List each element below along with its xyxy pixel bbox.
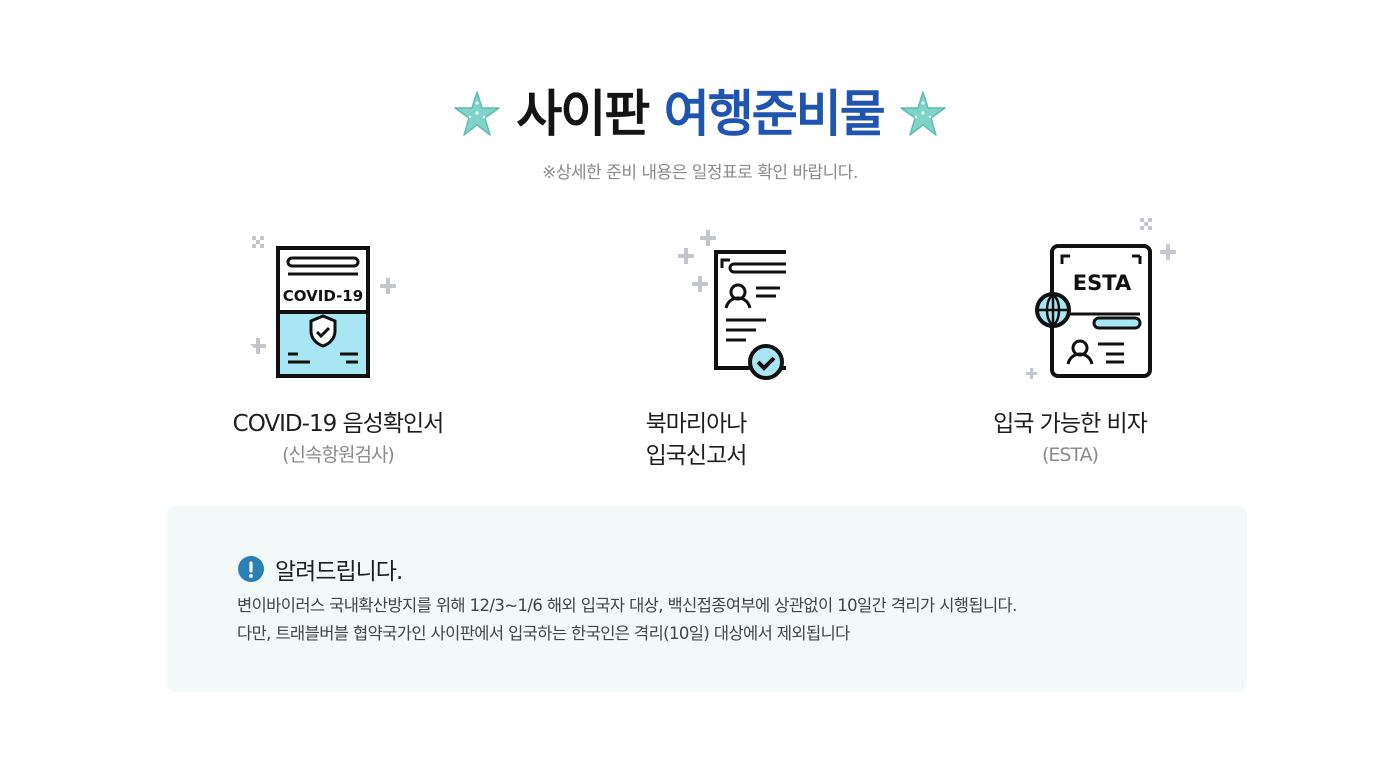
item-name: COVID-19 음성확인서: [232, 411, 445, 437]
page-title: 사이판 여행준비물: [516, 82, 886, 146]
covid-certificate-icon: COVID-19: [250, 236, 396, 378]
esta-visa-icon: ESTA: [1026, 218, 1176, 379]
subtitle: ※상세한 준비 내용은 일정표로 확인 바랍니다.: [542, 163, 858, 183]
notice-line-1: 변이바이러스 국내확산방지를 위해 12/3~1/6 해외 입국자 대상, 백신…: [237, 596, 1017, 615]
notice-body: 변이바이러스 국내확산방지를 위해 12/3~1/6 해외 입국자 대상, 백신…: [237, 592, 1237, 648]
title-row: 사이판 여행준비물: [0, 82, 1400, 146]
notice-header: 알려드립니다.: [237, 552, 403, 586]
item-entry-form: 북마리아나 입국신고서: [536, 212, 856, 472]
item-esta-visa: ESTA 입국 가능한 비자 (ESTA): [910, 212, 1230, 470]
starfish-icon: [454, 91, 501, 136]
exclamation-icon: [238, 556, 264, 582]
item-covid-certificate: COVID-19 COVID-19 음성확인서 (신속항원검사): [178, 212, 498, 470]
notice-line-2: 다만, 트래블버블 협약국가인 사이판에서 입국하는 한국인은 격리(10일) …: [237, 624, 850, 643]
notice-title: 알려드립니다.: [275, 559, 403, 585]
item-name-line1: 북마리아나: [645, 411, 748, 437]
item-name: 입국 가능한 비자: [993, 411, 1148, 437]
icon-label: ESTA: [1073, 271, 1132, 295]
item-note: (ESTA): [1041, 444, 1099, 466]
entry-form-stamp-icon: [678, 230, 786, 380]
icon-label: COVID-19: [283, 287, 363, 305]
item-note: (신속항원검사): [282, 444, 395, 466]
title-part2: 여행준비물: [663, 85, 886, 143]
title-part1: 사이판: [516, 85, 650, 143]
starfish-icon: [899, 91, 946, 136]
notice-box: 알려드립니다. 변이바이러스 국내확산방지를 위해 12/3~1/6 해외 입국…: [167, 506, 1247, 692]
item-name-line2: 입국신고서: [645, 443, 748, 469]
